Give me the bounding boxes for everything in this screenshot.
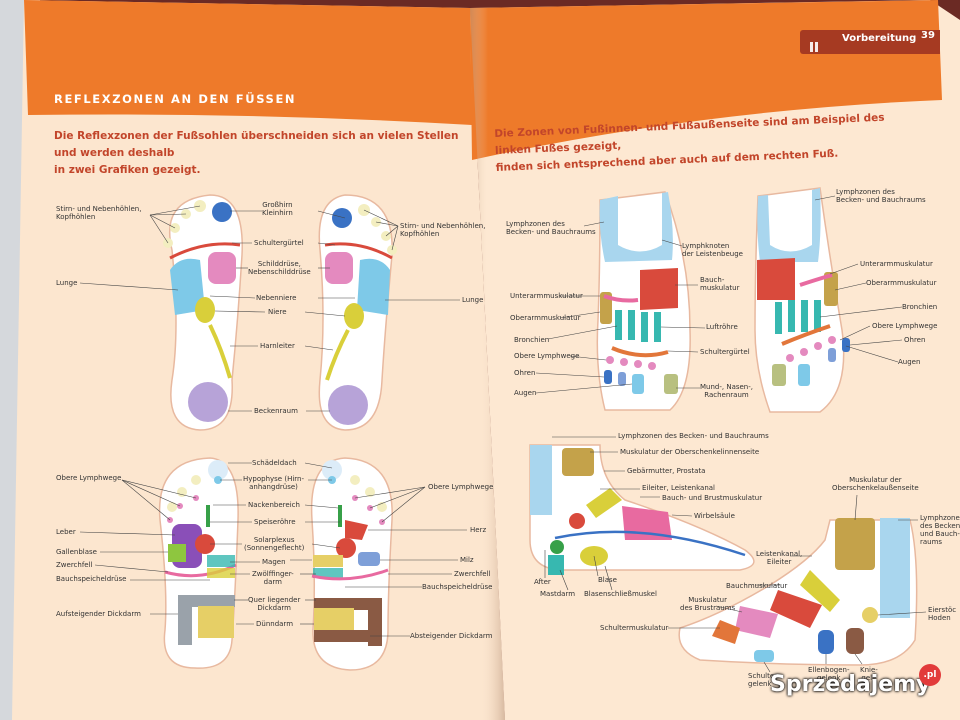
- label-aufsteigender-dickdarm: Aufsteigender Dickdarm: [56, 610, 141, 618]
- label-bauchmuskulatur-bottom: Bauchmuskulatur: [726, 582, 788, 590]
- foot-diagram-top-outer: [754, 187, 850, 413]
- label-gallenblase: Gallenblase: [56, 548, 97, 556]
- label-brustraum: Muskulatur des Brustraums: [680, 596, 736, 612]
- chapter-tab-label: Vorbereitung: [842, 33, 917, 44]
- label-oberarm-right: Oberarmmuskulatur: [866, 279, 937, 287]
- bottom-left-leader-lines: [79, 462, 467, 637]
- label-lymphzonen-bottom: Lymphzonen des Becken- und Bauchraums: [618, 432, 769, 440]
- label-hypophyse: Hypophyse (Hirn- anhangdrüse): [243, 475, 304, 491]
- top-right-leader-lines: [535, 195, 903, 394]
- label-augen-right: Augen: [898, 358, 921, 366]
- section-heading: REFLEXZONEN AN DEN FÜSSEN: [54, 92, 297, 106]
- label-bronchien-left: Bronchien: [514, 336, 550, 344]
- watermark-logo: Sprzedajemy: [770, 672, 931, 697]
- label-schultergurtel: Schultergürtel: [254, 239, 304, 247]
- label-oberschenkel-aussen: Muskulatur der Oberschenkelaußenseite: [832, 476, 919, 492]
- label-wirbelsaule: Wirbelsäule: [694, 512, 735, 520]
- label-dunndarm: Dünndarm: [256, 620, 294, 628]
- label-zwerchfell-right: Zwerchfell: [454, 570, 491, 578]
- label-zwerchfell-left: Zwerchfell: [56, 561, 93, 569]
- label-schultergelenk: Schulter gelenk: [748, 672, 778, 688]
- label-obere-lymphwege-right-2: Obere Lymphwege: [872, 322, 938, 330]
- label-speiserohre: Speiseröhre: [254, 518, 296, 526]
- label-kniegelenk: Knie- gele: [860, 666, 878, 682]
- label-blasenschliessmuskel: Blasenschließmuskel: [584, 590, 657, 598]
- label-unterarm-right: Unterarmmuskulatur: [860, 260, 933, 268]
- sole-diagram-top-right: [318, 194, 397, 431]
- label-leistenkanal: Leistenkanal, Eileiter: [756, 550, 803, 566]
- label-bronchien-right: Bronchien: [902, 303, 938, 311]
- bottom-right-leader-lines: [544, 436, 927, 673]
- chapter-tab-bars: [810, 37, 826, 52]
- label-ohren-right: Ohren: [904, 336, 926, 344]
- label-ohren-left: Ohren: [514, 369, 536, 377]
- label-eierstock: Eierstöc Hoden: [928, 606, 957, 622]
- label-leber: Leber: [56, 528, 76, 536]
- label-lunge-left: Lunge: [56, 279, 78, 287]
- label-stirn-left: Stirn- und Nebenhöhlen, Kopfhöhlen: [56, 205, 142, 221]
- sole-diagram-bottom-left: [158, 457, 239, 669]
- foot-diagram-top-inner: [596, 191, 691, 411]
- left-intro-text: Die Reflexzonen der Fußsohlen überschnei…: [54, 128, 474, 179]
- sole-diagram-top-left: [163, 194, 243, 431]
- label-magen: Magen: [262, 558, 286, 566]
- label-solarplexus: Solarplexus (Sonnengeflecht): [244, 536, 305, 552]
- label-lymphzonen-left: Lymphzonen des Becken- und Bauchraums: [506, 220, 596, 236]
- label-obere-lymphwege-left: Obere Lymphwege: [56, 474, 122, 482]
- label-lymphzonen-bottom-right: Lymphzonen des Becken- und Bauch- raums: [920, 514, 960, 546]
- watermark-badge: .pl: [919, 664, 941, 686]
- label-absteigender-dickdarm: Absteigender Dickdarm: [410, 632, 493, 640]
- label-mund-nasen: Mund-, Nasen-, Rachenraum: [700, 383, 753, 399]
- label-nackenbereich: Nackenbereich: [248, 501, 300, 509]
- label-bauchmuskulatur-top: Bauch- muskulatur: [700, 276, 740, 292]
- label-grosshirn: Großhirn Kleinhirn: [262, 201, 293, 217]
- label-blase: Blase: [598, 576, 617, 584]
- top-left-leader-lines: [79, 205, 460, 412]
- label-oberarm-left: Oberarmmuskulatur: [510, 314, 581, 322]
- label-stirn-right: Stirn- und Nebenhöhlen, Kopfhöhlen: [400, 222, 486, 238]
- label-mastdarm: Mastdarm: [540, 590, 576, 598]
- label-quer-dickdarm: Quer liegender Dickdarm: [248, 596, 301, 612]
- label-milz: Milz: [460, 556, 474, 564]
- label-bauchspeicheldruse-left: Bauchspeicheldrüse: [56, 575, 127, 583]
- label-schultergurtel-right: Schultergürtel: [700, 348, 750, 356]
- label-harnleiter: Harnleiter: [260, 342, 295, 350]
- label-schadeldach: Schädeldach: [252, 459, 297, 467]
- label-nebenniere: Nebenniere: [256, 294, 297, 302]
- label-beckenraum: Beckenraum: [254, 407, 298, 415]
- label-lymphknoten: Lymphknoten der Leistenbeuge: [682, 242, 743, 258]
- left-intro-line-2: in zwei Grafiken gezeigt.: [54, 164, 201, 176]
- label-bauchspeicheldruse-right: Bauchspeicheldrüse: [422, 583, 493, 591]
- label-obere-lymphwege-left-2: Obere Lymphwege: [514, 352, 580, 360]
- label-eileiter: Eileiter, Leistenkanal: [642, 484, 715, 492]
- label-ellenbogen: Ellenbogen- gelenk: [808, 666, 850, 682]
- label-augen-left: Augen: [514, 389, 537, 397]
- label-unterarm-left: Unterarmmuskulatur: [510, 292, 583, 300]
- label-after: After: [534, 578, 551, 586]
- label-bauch-brustmuskulatur: Bauch- und Brustmuskulatur: [662, 494, 763, 502]
- label-luftrohre: Luftröhre: [706, 323, 738, 331]
- label-herz: Herz: [470, 526, 487, 534]
- left-intro-line-1: Die Reflexzonen der Fußsohlen überschnei…: [54, 130, 459, 159]
- label-schultermuskulatur: Schultermuskulatur: [600, 624, 669, 632]
- label-niere: Niere: [268, 308, 287, 316]
- chapter-tab: [800, 30, 940, 54]
- label-lymphzonen-right: Lymphzonen des Becken- und Bauchraums: [836, 188, 926, 204]
- label-lunge-right: Lunge: [462, 296, 484, 304]
- label-obere-lymphwege-right: Obere Lymphwege: [428, 483, 494, 491]
- label-zwolffingerdarm: Zwölffinger- darm: [252, 570, 294, 586]
- label-gebarmutter: Gebärmutter, Prostata: [627, 467, 706, 475]
- label-schilddruse: Schilddrüse, Nebenschilddrüse: [248, 260, 311, 276]
- label-oberschenkel-innen: Muskulatur der Oberschenkelinnenseite: [620, 448, 760, 456]
- foot-diagram-bottom-inner: [529, 444, 755, 575]
- page-number: 39: [921, 30, 935, 41]
- sole-diagram-bottom-right: [310, 457, 393, 671]
